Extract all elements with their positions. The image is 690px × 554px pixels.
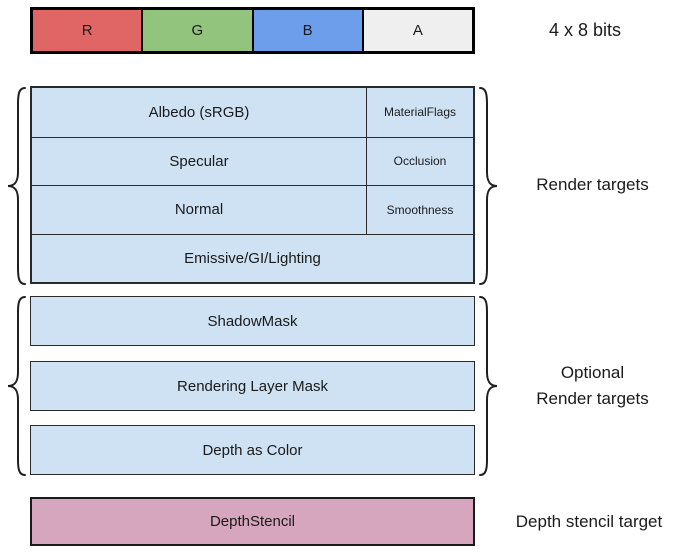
render-targets-table: Albedo (sRGB) MaterialFlags Specular Occ… xyxy=(30,86,475,284)
rt-cell-emissive: Emissive/GI/Lighting xyxy=(32,234,473,282)
rt-cell-albedo: Albedo (sRGB) xyxy=(32,88,366,137)
optional-render-targets-label: Optional Render targets xyxy=(495,296,690,475)
optional-label-line2: Render targets xyxy=(536,388,649,408)
channel-cell-r: R xyxy=(33,10,142,51)
channel-label-g: G xyxy=(191,22,204,39)
rt-cell-normal: Normal xyxy=(32,186,366,234)
brace-left-icon xyxy=(7,87,26,285)
optional-target-rendering-layer-mask: Rendering Layer Mask xyxy=(30,361,475,411)
depth-stencil-box: DepthStencil xyxy=(30,497,475,546)
channel-cell-a: A xyxy=(361,10,472,51)
render-targets-label: Render targets xyxy=(536,175,649,195)
optional-label-line1: Optional xyxy=(560,363,625,382)
rt-cell-occlusion: Occlusion xyxy=(366,137,473,185)
bits-label: 4 x 8 bits xyxy=(548,20,622,40)
channel-label-r: R xyxy=(81,22,93,39)
channel-label-a: A xyxy=(412,22,423,39)
rt-row-albedo: Albedo (sRGB) MaterialFlags xyxy=(32,88,473,137)
rt-row-specular: Specular Occlusion xyxy=(32,136,473,185)
channel-label-b: B xyxy=(302,22,313,39)
channel-cell-b: B xyxy=(251,10,362,51)
rt-cell-materialflags: MaterialFlags xyxy=(366,88,473,137)
rgba-format-bar: R G B A xyxy=(30,7,475,54)
rt-row-emissive: Emissive/GI/Lighting xyxy=(32,233,473,282)
depth-stencil-target-label: Depth stencil target xyxy=(515,511,663,531)
optional-target-shadowmask: ShadowMask xyxy=(30,296,475,346)
channel-cell-g: G xyxy=(141,10,252,51)
optional-target-depth-as-color: Depth as Color xyxy=(30,425,475,475)
rt-row-normal: Normal Smoothness xyxy=(32,185,473,234)
rt-cell-specular: Specular xyxy=(32,137,366,185)
rt-cell-smoothness: Smoothness xyxy=(366,186,473,234)
brace-left-icon xyxy=(7,296,26,476)
